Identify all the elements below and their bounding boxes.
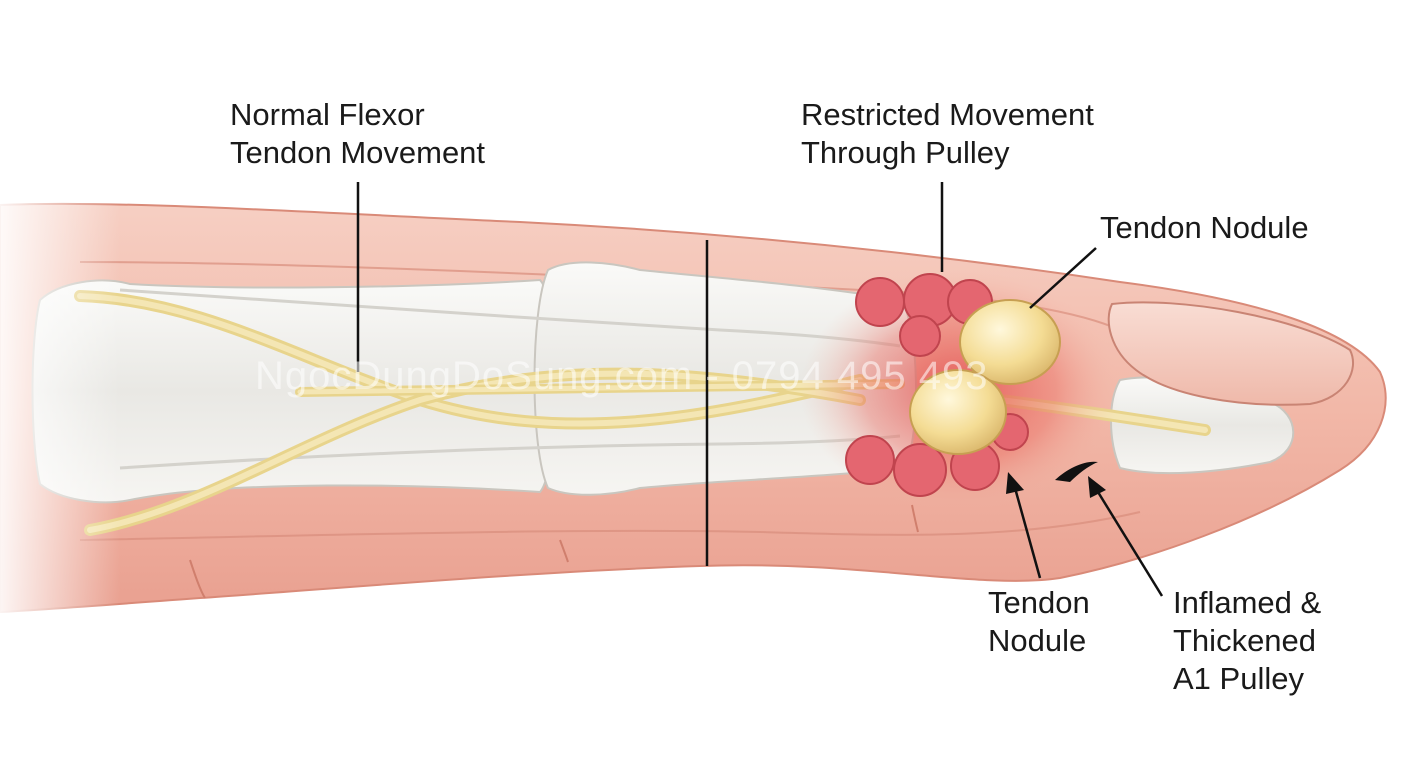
- arrow-to-nodule: [1006, 472, 1042, 579]
- label-line: Restricted Movement: [801, 97, 1094, 132]
- left-fade: [0, 190, 120, 620]
- label-line: Normal Flexor: [230, 97, 425, 132]
- label-line: Nodule: [988, 623, 1087, 658]
- label-line: A1 Pulley: [1173, 661, 1304, 696]
- label-line: Tendon: [988, 585, 1090, 620]
- label-line: Thickened: [1173, 623, 1317, 658]
- label-line: Tendon Nodule: [1100, 210, 1309, 245]
- label-tendon-nodule-top: Tendon Nodule: [1100, 209, 1309, 247]
- tendon-nodule: [909, 369, 1007, 455]
- skin-fold-bottom: [79, 511, 1141, 541]
- pulley-marker: [1055, 461, 1098, 482]
- arrow-to-pulley: [1088, 476, 1164, 597]
- label-tendon-nodule-bottom: Tendon Nodule: [988, 584, 1090, 660]
- fingernail: [1107, 301, 1355, 406]
- label-line: Through Pulley: [801, 135, 1010, 170]
- label-line: Tendon Movement: [230, 135, 486, 170]
- label-inflamed-a1-pulley: Inflamed & Thickened A1 Pulley: [1173, 584, 1321, 698]
- label-normal-flexor-tendon-movement: Normal Flexor Tendon Movement: [230, 96, 485, 172]
- label-restricted-movement: Restricted Movement Through Pulley: [801, 96, 1094, 172]
- skin-crease: [189, 559, 206, 599]
- tendon-nodule: [959, 299, 1061, 385]
- skin-crease: [911, 504, 919, 533]
- watermark: NgocDungDoSung.com - 0794 495 493: [255, 354, 989, 398]
- skin-crease: [559, 539, 569, 563]
- label-line: Inflamed &: [1173, 585, 1322, 620]
- leader-line-nodule-top: [1029, 247, 1097, 309]
